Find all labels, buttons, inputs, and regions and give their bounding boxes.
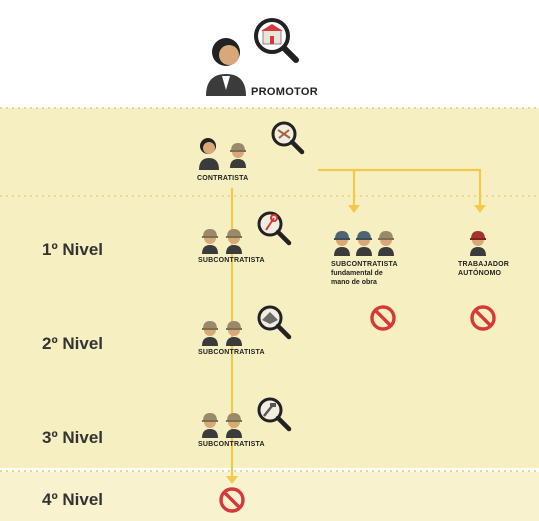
branch-connector [318,168,482,206]
sub2-label: SUBCONTRATISTA [198,349,265,356]
sub-mano-obra-workers-icon [334,231,394,256]
contratista-label: CONTRATISTA [197,175,249,182]
autonomo-label-1: TRABAJADOR [458,261,509,268]
arrow-to-level-4 [226,476,238,484]
sub1-magnifier-icon [257,211,292,246]
level-4-band [0,472,539,521]
arrow-to-mano-obra [348,205,360,213]
promotor-label: PROMOTOR [251,86,318,98]
level-1-label: 1º Nivel [42,240,104,259]
sub2-magnifier-icon [257,305,292,340]
promotor-magnifier-icon [254,18,299,63]
promotor-person-icon [206,38,246,96]
arrow-to-autonomo [474,205,486,213]
level-4-label: 4º Nivel [42,490,104,509]
level-2-label: 2º Nivel [42,334,104,353]
sub3-magnifier-icon [257,397,292,432]
sub3-label: SUBCONTRATISTA [198,441,265,448]
sub-mano-obra-detail-1: fundamental de [331,270,383,277]
contratista-magnifier-icon [271,121,305,155]
sub1-label: SUBCONTRATISTA [198,257,265,264]
level-3-label: 3º Nivel [42,428,104,447]
sub-mano-obra-label: SUBCONTRATISTA [331,261,398,268]
autonomo-label-2: AUTÓNOMO [458,270,502,277]
contratista-workers-icon [199,138,246,170]
sub-mano-obra-detail-2: mano de obra [331,279,377,286]
